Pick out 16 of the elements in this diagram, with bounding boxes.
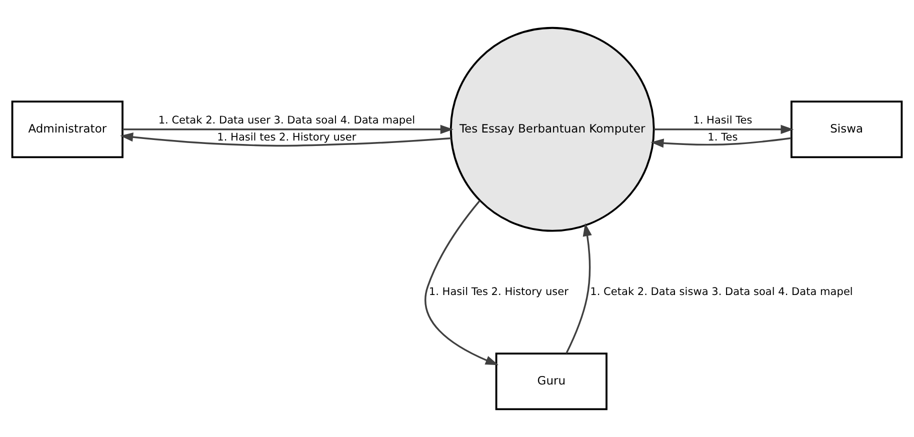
- edge-label: 1. Hasil Tes: [693, 114, 752, 126]
- edge-label: 1. Cetak 2. Data user 3. Data soal 4. Data mapel: [158, 114, 416, 126]
- arrow: [650, 137, 792, 148]
- edge-label: 1. Cetak 2. Data siswa 3. Data soal 4. Data mapel: [590, 286, 853, 298]
- node-circle: Tes Essay Berbantuan Komputer: [450, 26, 655, 232]
- edge-label: 1. Hasil Tes 2. History user: [428, 286, 568, 298]
- arrow: [424, 200, 499, 366]
- arrow: [566, 223, 592, 354]
- node-box: Siswa: [790, 100, 903, 158]
- arrow: [120, 132, 452, 147]
- arrow: [654, 124, 794, 134]
- node-box: Administrator: [11, 100, 124, 158]
- arrow: [122, 124, 454, 134]
- node-box: Guru: [495, 352, 608, 410]
- edge-label: 1. Hasil tes 2. History user: [217, 132, 356, 144]
- edge-label: 1. Tes: [708, 132, 738, 144]
